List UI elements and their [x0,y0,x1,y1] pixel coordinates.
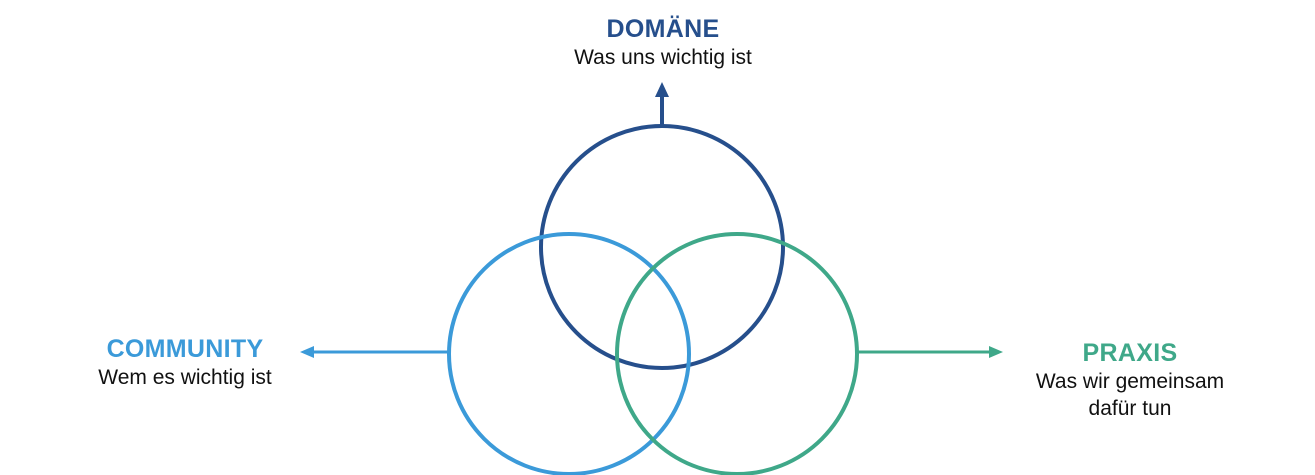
community-description: Wem es wichtig ist [98,366,272,390]
community-arrowhead [300,346,314,358]
domaene-title: DOMÄNE [606,15,720,43]
praxis-circle [615,232,859,475]
praxis-arrowhead [989,346,1003,358]
domaene-label: DOMÄNE Was uns wichtig ist [463,14,863,72]
praxis-title: PRAXIS [1082,339,1178,367]
community-label: COMMUNITY Wem es wichtig ist [30,334,340,392]
community-circle [447,232,691,475]
praxis-label: PRAXIS Was wir gemeinsam dafür tun [970,338,1290,422]
praxis-description-line2: dafür tun [1088,396,1172,420]
domaene-circle [539,124,785,370]
praxis-description-line1: Was wir gemeinsam [1035,370,1225,394]
domaene-arrowhead [655,82,669,97]
community-title: COMMUNITY [106,335,264,363]
domaene-description: Was uns wichtig ist [574,46,752,70]
praxis-description: Was wir gemeinsam dafür tun [970,369,1290,422]
